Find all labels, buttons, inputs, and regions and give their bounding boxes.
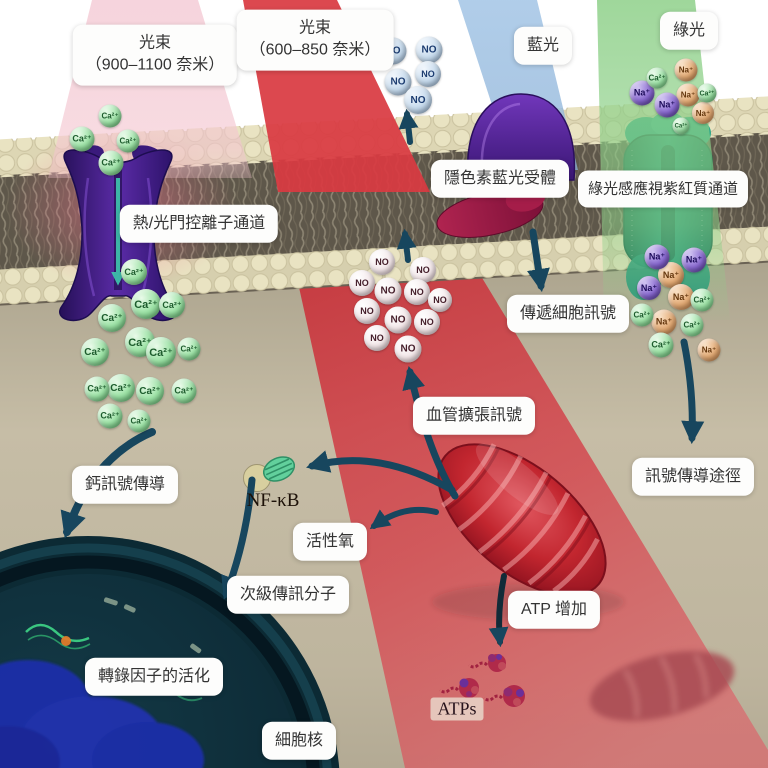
- rhodopsin-label: 綠光感應視紫紅質通道: [577, 170, 749, 208]
- mito-to-atp-arrow: [488, 573, 509, 648]
- red-beam-label: 光束 （600–850 奈米）: [236, 9, 394, 71]
- red-beam-range: （600–850 奈米）: [249, 42, 381, 59]
- secondary-messenger-label: 次級傳訊分子: [226, 575, 350, 615]
- mitochondrion: [437, 443, 607, 597]
- transcription-label: 轉錄因子的活化: [84, 657, 224, 697]
- cryptochrome-down-arrow: [527, 228, 550, 293]
- nucleus-label: 細胞核: [261, 721, 337, 761]
- nir-beam-label: 光束 （900–1100 奈米）: [72, 24, 238, 86]
- nir-beam-range: （900–1100 奈米）: [85, 57, 225, 74]
- green-beam-label: 綠光: [659, 11, 719, 51]
- rhodopsin-down-arrow: [680, 338, 705, 445]
- ros-label: 活性氧: [292, 522, 368, 562]
- blue-beam-label: 藍光: [513, 26, 573, 66]
- atp-increase-label: ATP 增加: [507, 590, 601, 630]
- atps-label: ATPs: [430, 697, 484, 721]
- mito-to-nfkb-arrow: [306, 450, 456, 494]
- no-release-arrow: [398, 108, 419, 145]
- nfkb-label: NF-κB: [246, 490, 300, 511]
- heat-gated-channel-label: 熱/光門控離子通道: [119, 204, 279, 244]
- transduction-pathway-label: 訊號傳導途徑: [631, 457, 755, 497]
- cell-signal-label: 傳遞細胞訊號: [506, 294, 630, 334]
- mito-to-ros-arrow: [369, 506, 439, 530]
- mitochondrion-blurred: [589, 650, 735, 722]
- cryptochrome-label: 隱色素藍光受體: [430, 159, 570, 199]
- calcium-signaling-label: 鈣訊號傳導: [71, 465, 179, 505]
- no-membrane-arrow: [396, 228, 417, 263]
- atp-molecules: [439, 654, 525, 707]
- nuclear-pores: [103, 597, 202, 654]
- red-beam-title: 光束: [298, 19, 331, 37]
- vasodilation-label: 血管擴張訊號: [412, 396, 536, 436]
- nir-beam-title: 光束: [138, 34, 172, 52]
